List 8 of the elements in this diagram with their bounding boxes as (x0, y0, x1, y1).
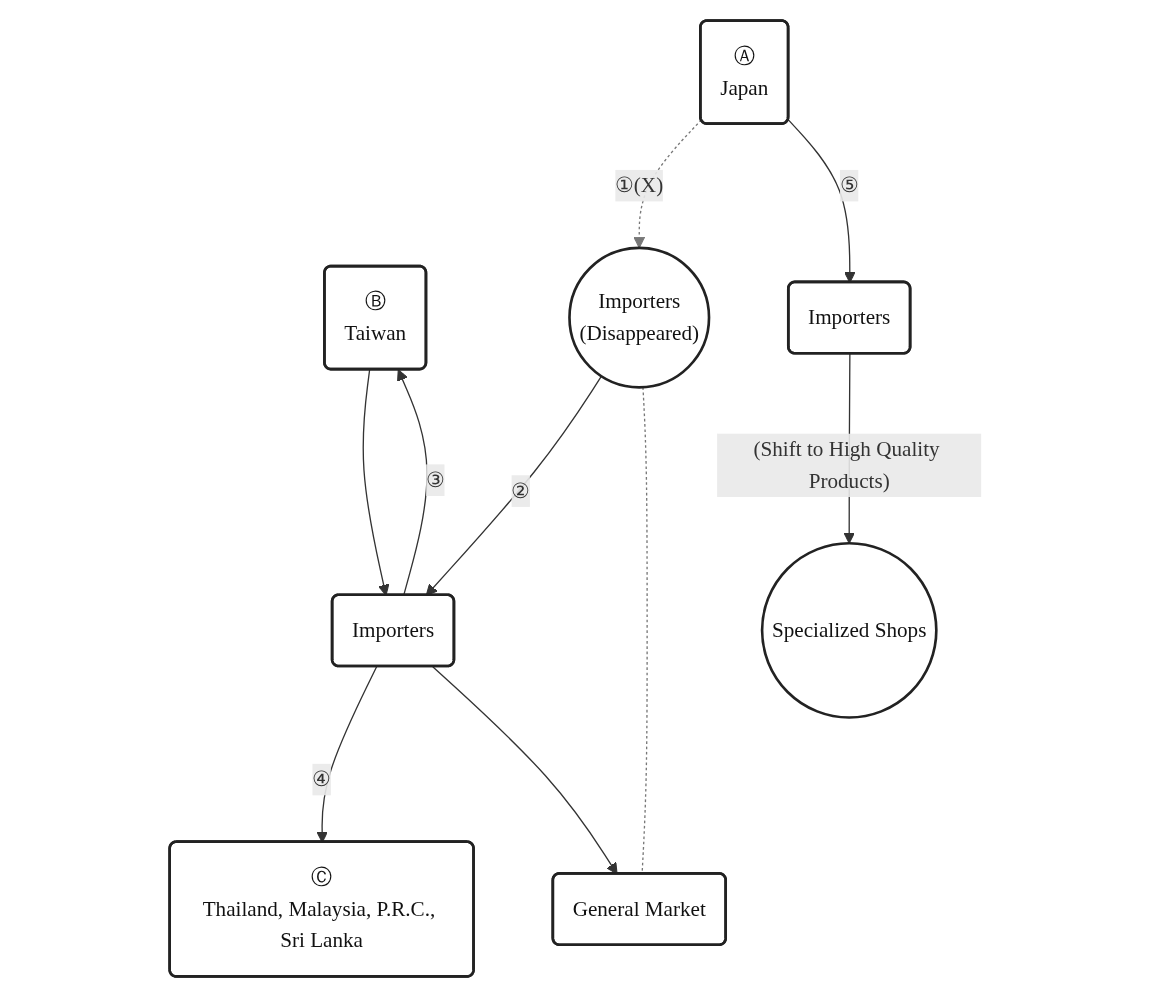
node-circle: Importers (Disappeared) (568, 246, 711, 389)
edge-label: ④ (312, 767, 331, 791)
edge-label: ①(X) (615, 173, 664, 197)
edge-label: ⑤ (839, 173, 859, 197)
edge-label: ③ (426, 468, 445, 491)
node-circle: Specialized Shops (760, 541, 938, 719)
edge-label: ② (511, 479, 530, 502)
edge-label: (Shift to High Quality Products) (753, 437, 940, 492)
